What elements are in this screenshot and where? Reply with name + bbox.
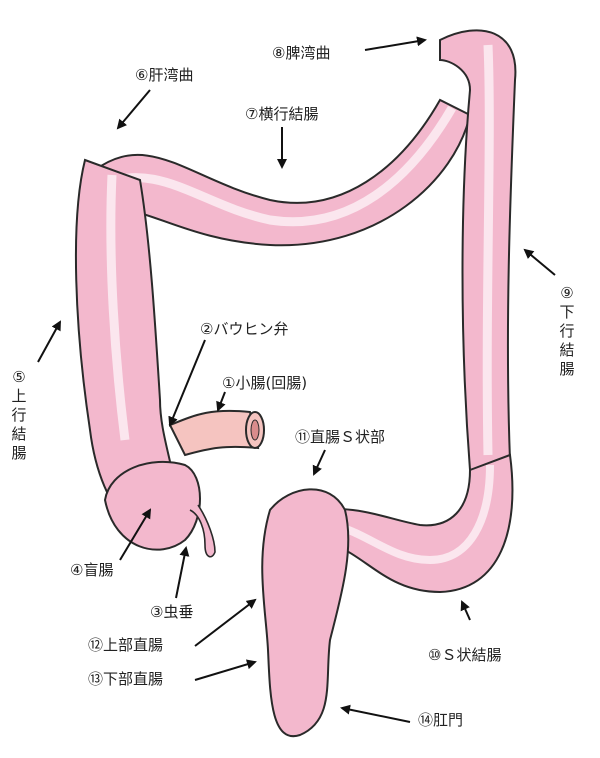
arrow-hepatic-flexure [116,89,151,130]
label-appendix: ③虫垂 [150,603,194,621]
arrow-descending-colon [523,248,556,276]
arrow-upper-rectum [194,598,257,647]
label-cecum: ④盲腸 [70,561,114,579]
label-transverse-colon: ⑦横行結腸 [245,105,319,123]
arrow-ascending-colon [37,320,61,363]
arrow-bauhin-valve [168,339,206,427]
ileum [168,409,265,457]
descending-colon [439,29,517,472]
label-rectosigmoid: ⑪直腸Ｓ状部 [295,428,386,446]
arrow-appendix [175,546,190,599]
label-lower-rectum: ⑬下部直腸 [88,670,164,688]
arrow-anus [340,704,411,723]
label-bauhin-valve: ②バウヒン弁 [200,320,289,338]
label-small-intestine: ①小腸(回腸) [222,374,308,392]
rectum [261,488,350,738]
arrow-splenic-flexure [364,36,427,51]
cecum [103,460,216,558]
pointer-arrows [37,36,556,723]
sigmoid-colon [318,453,514,594]
label-sigmoid-colon: ⑩Ｓ状結腸 [428,646,502,664]
arrow-lower-rectum [194,659,257,681]
arrow-cecum [119,508,152,561]
arrow-rectosigmoid [312,449,326,476]
arrow-sigmoid-colon [460,600,471,621]
label-hepatic-flexure: ⑥肝湾曲 [135,66,194,84]
arrow-ileum [216,391,226,412]
label-splenic-flexure: ⑧脾湾曲 [272,44,331,62]
label-anus: ⑭肛門 [418,711,464,729]
label-upper-rectum: ⑫上部直腸 [88,636,164,654]
